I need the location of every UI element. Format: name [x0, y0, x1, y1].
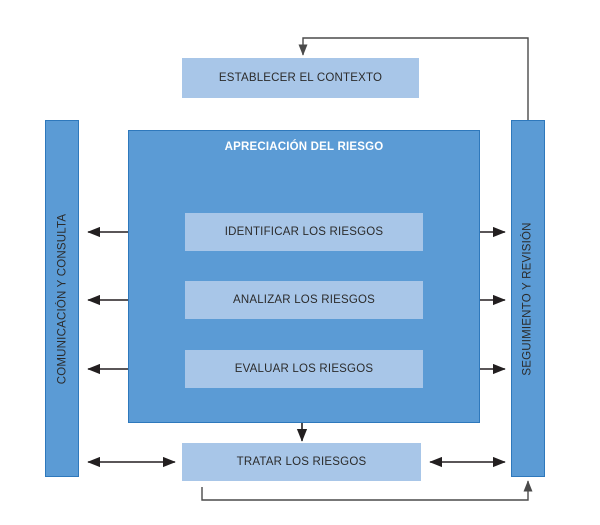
- communication-consultation-bar[interactable]: COMUNICACIÓN Y CONSULTA: [45, 120, 79, 477]
- arrow-treatment-to-review-feedback: [201, 480, 533, 501]
- identify-risks-label: IDENTIFICAR LOS RIESGOS: [224, 226, 384, 238]
- monitoring-review-label: SEGUIMIENTO Y REVISIÓN: [522, 221, 534, 376]
- evaluate-risks-label: EVALUAR LOS RIESGOS: [234, 363, 374, 375]
- identify-risks-box[interactable]: IDENTIFICAR LOS RIESGOS: [185, 213, 423, 251]
- treat-risks-label: TRATAR LOS RIESGOS: [236, 456, 367, 468]
- establish-context-label: ESTABLECER EL CONTEXTO: [218, 72, 383, 84]
- risk-assessment-label: APRECIACIÓN DEL RIESGO: [224, 141, 384, 153]
- evaluate-risks-box[interactable]: EVALUAR LOS RIESGOS: [185, 350, 423, 388]
- treat-risks-box[interactable]: TRATAR LOS RIESGOS: [182, 443, 421, 481]
- analyze-risks-box[interactable]: ANALIZAR LOS RIESGOS: [185, 281, 423, 319]
- establish-context-box[interactable]: ESTABLECER EL CONTEXTO: [182, 58, 419, 98]
- analyze-risks-label: ANALIZAR LOS RIESGOS: [232, 294, 376, 306]
- risk-assessment-title-wrap: APRECIACIÓN DEL RIESGO: [129, 141, 479, 153]
- communication-consultation-label: COMUNICACIÓN Y CONSULTA: [56, 213, 68, 384]
- monitoring-review-bar[interactable]: SEGUIMIENTO Y REVISIÓN: [511, 120, 545, 477]
